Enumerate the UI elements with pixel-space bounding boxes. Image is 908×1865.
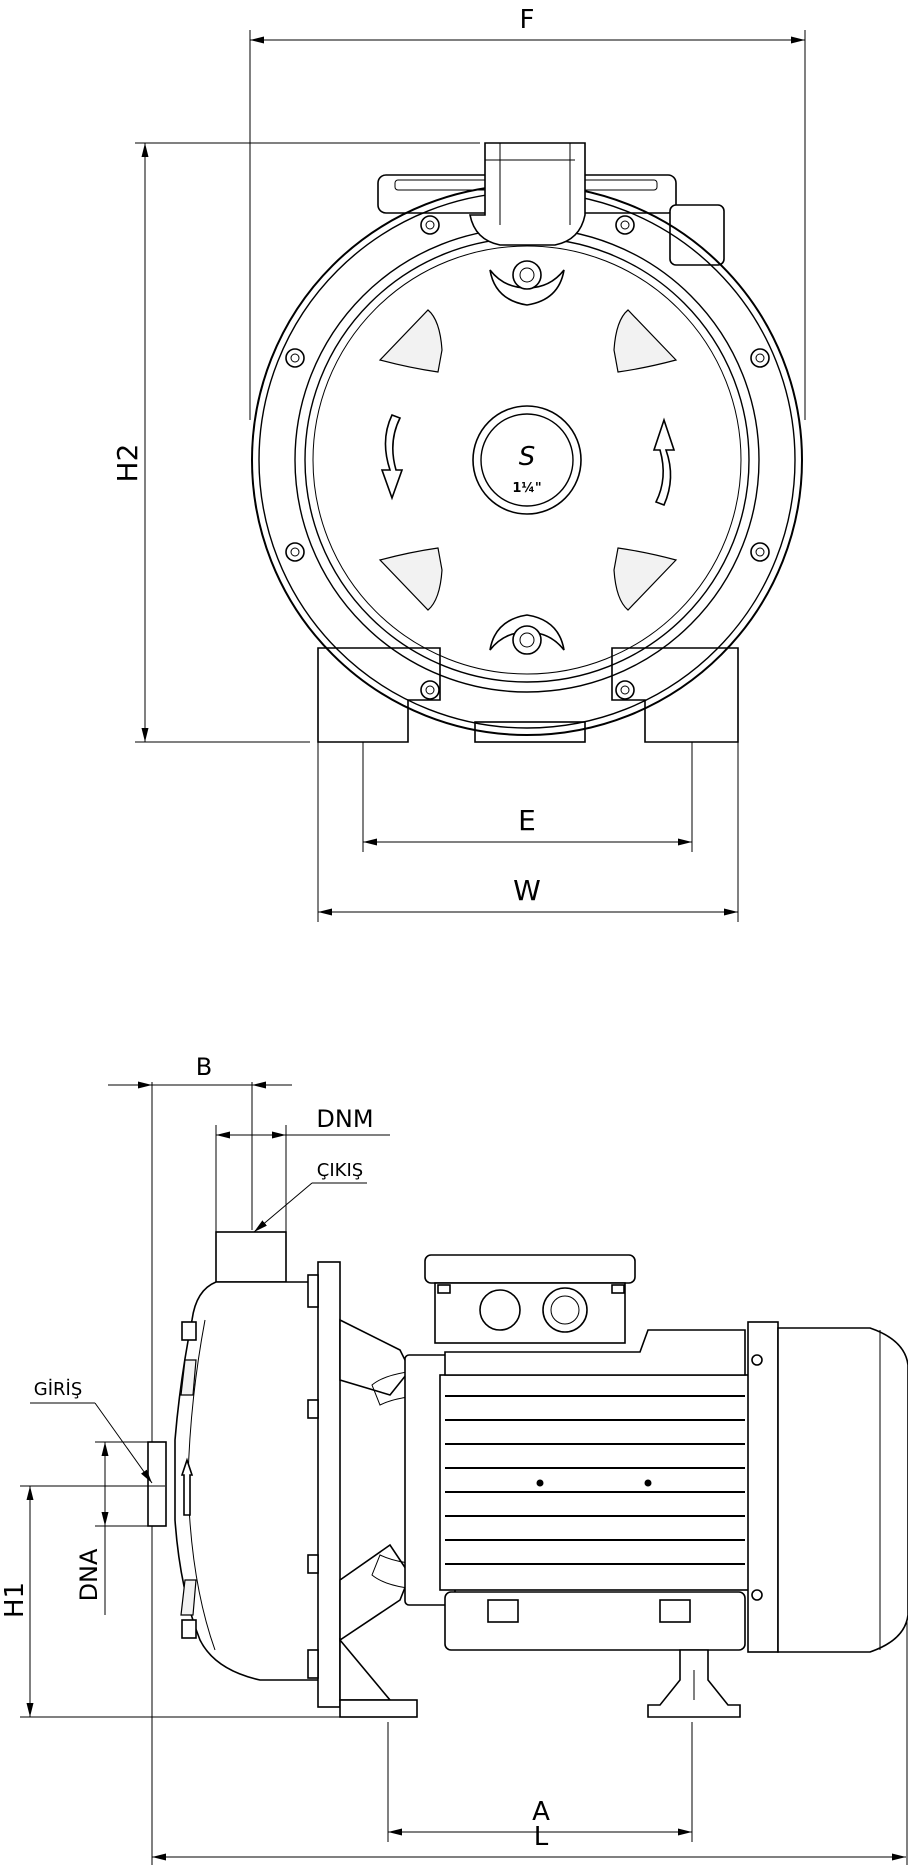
dim-label-E: E [518, 804, 536, 837]
front-view: F H2 [111, 5, 806, 922]
dim-label-W: W [513, 874, 541, 907]
cooling-fins [445, 1395, 745, 1565]
cover-lugs [378, 309, 678, 611]
motor-feet [487, 1599, 741, 1718]
dimension-W: W [317, 742, 739, 922]
dim-label-B: B [196, 1053, 212, 1081]
dimension-E: E [362, 742, 693, 852]
motor-terminal-box [424, 1254, 636, 1344]
outlet-callout: ÇIKIŞ [253, 1160, 367, 1233]
dimension-DNA: DNA [75, 1441, 148, 1615]
rotation-arrows [380, 413, 676, 507]
dim-label-DNM: DNM [316, 1105, 373, 1133]
dimension-F: F [249, 5, 806, 420]
dim-label-F: F [520, 5, 535, 35]
dimension-L: L [152, 1620, 908, 1865]
dimension-A: A [387, 1722, 693, 1842]
inlet-callout: GİRİŞ [30, 1379, 153, 1484]
drain-plugs [489, 260, 565, 655]
cover-logo: S [519, 442, 536, 472]
flange-bolts [285, 215, 770, 700]
dim-label-L: L [534, 1822, 549, 1852]
dimension-B: B [108, 1053, 292, 1230]
fan-cover [747, 1321, 908, 1653]
dim-label-A: A [532, 1797, 550, 1827]
outlet-label: ÇIKIŞ [317, 1160, 363, 1181]
dimension-H1: H1 [0, 1485, 340, 1718]
dimension-H2: H2 [111, 142, 480, 743]
flange-plate [307, 1261, 341, 1708]
lantern-bracket [339, 1318, 441, 1718]
motor-body [404, 1329, 751, 1651]
inlet-label: GİRİŞ [34, 1379, 83, 1400]
cover-size-label: 1¼" [512, 481, 541, 496]
outlet-port-front [469, 142, 586, 246]
dimension-DNM: DNM [215, 1105, 390, 1235]
dim-label-DNA: DNA [75, 1548, 103, 1601]
side-view: B DNM ÇIKIŞ [0, 1053, 908, 1865]
center-cover: S 1¼" [472, 405, 582, 515]
pump-housing-side [147, 1231, 321, 1681]
dim-label-H1: H1 [0, 1582, 30, 1618]
terminal-box [377, 174, 725, 266]
dim-label-H2: H2 [111, 444, 144, 483]
